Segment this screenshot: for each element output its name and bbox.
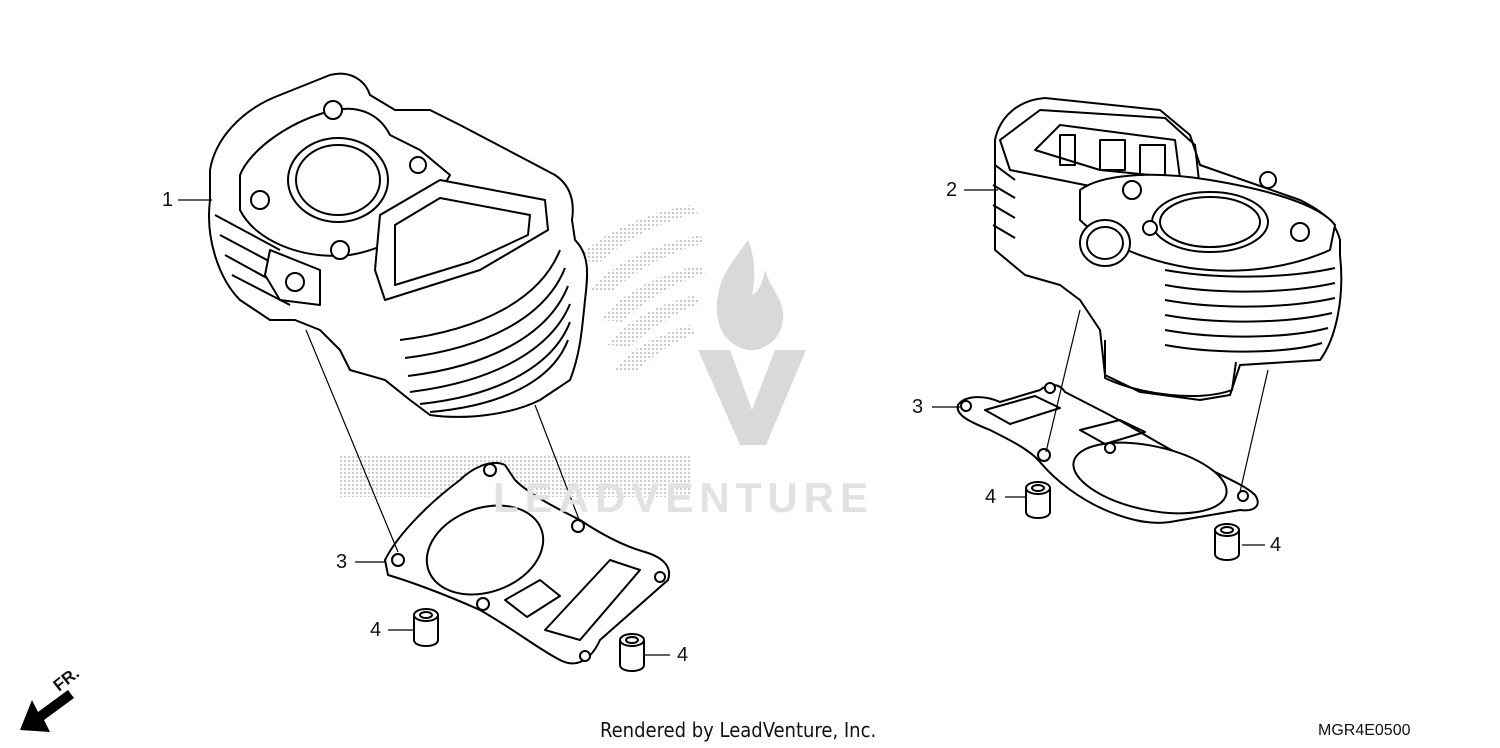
dowel-pin-left-a[interactable] — [413, 608, 439, 647]
leader-lines-left — [178, 199, 670, 656]
gasket-left-part-3[interactable] — [384, 461, 670, 665]
callout-4-left-b: 4 — [677, 644, 689, 666]
front-direction-arrow-icon — [20, 690, 74, 732]
dowel-pin-right-b[interactable] — [1214, 523, 1240, 561]
callout-4-right-a: 4 — [985, 486, 997, 508]
callout-4-left-a: 4 — [370, 619, 382, 641]
dowel-pin-left-b[interactable] — [619, 633, 645, 672]
leader-lines-right — [932, 189, 1269, 546]
leadventure-logo-watermark — [698, 240, 806, 445]
honda-wing-watermark — [575, 205, 705, 372]
render-credit: Rendered by LeadVenture, Inc. — [600, 718, 877, 742]
cylinder-part-1[interactable] — [208, 72, 589, 418]
callout-2: 2 — [946, 179, 958, 201]
gasket-right-part-3[interactable] — [956, 382, 1259, 526]
cylinder-part-2[interactable] — [992, 97, 1343, 401]
callout-3-left: 3 — [336, 551, 348, 573]
dowel-pin-right-a[interactable] — [1025, 481, 1051, 519]
leadventure-text-watermark: LEADVENTURE — [493, 474, 874, 521]
diagram-code: MGR4E0500 — [1318, 722, 1411, 739]
callout-1: 1 — [162, 189, 174, 211]
callout-4-right-b: 4 — [1270, 534, 1282, 556]
callout-3-right: 3 — [912, 396, 924, 418]
